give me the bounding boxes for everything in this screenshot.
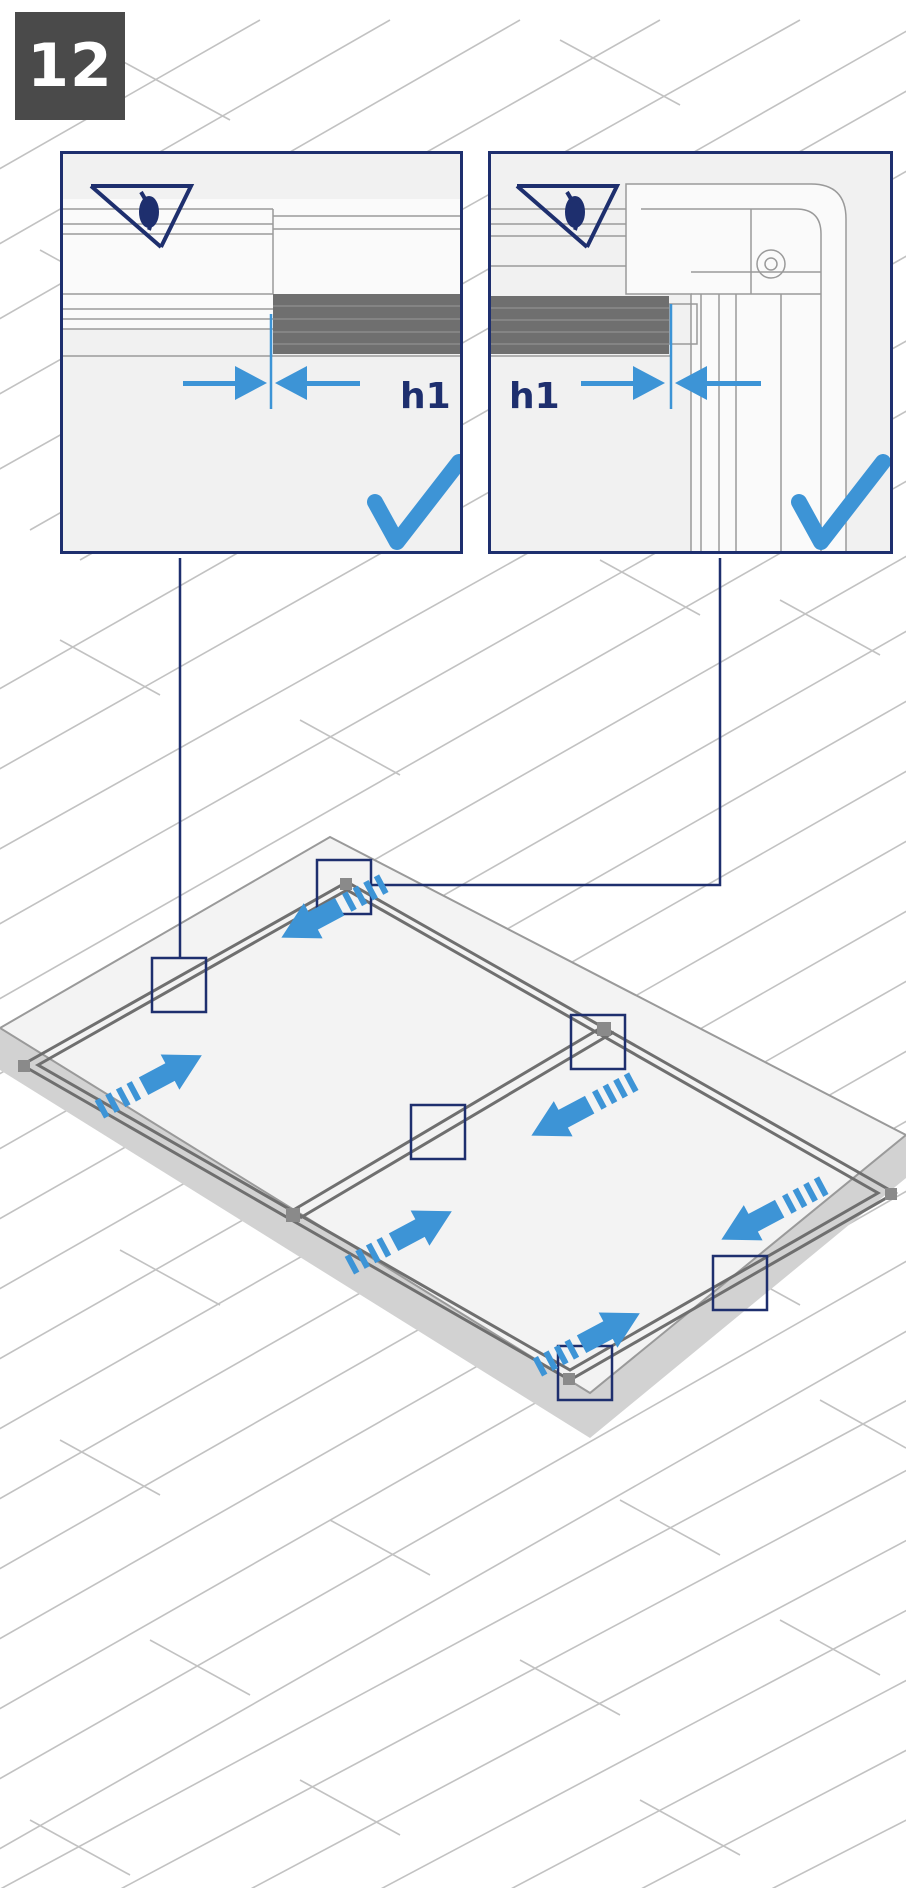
frame-joints (18, 878, 897, 1385)
gap-arrows (183, 366, 360, 400)
checkmark-icon (791, 454, 890, 550)
checkpoint-markers (150, 858, 769, 1402)
detail-view-right: h1 (488, 151, 893, 554)
profile-gap-drawing-left (63, 184, 460, 409)
measure-label-h1: h1 (400, 376, 451, 417)
corner-gap-drawing-right (491, 183, 847, 551)
step-number-badge: 12 (15, 12, 125, 120)
checkmark-icon (367, 454, 460, 550)
step-number: 12 (27, 31, 113, 101)
measure-label-h1: h1 (509, 376, 560, 417)
leader-lines (178, 558, 722, 958)
shower-tray (0, 835, 906, 1438)
gap-arrows (581, 366, 761, 400)
detail-view-left: h1 (60, 151, 463, 554)
eye-sight-icon (89, 184, 195, 249)
eye-sight-icon (515, 184, 621, 249)
